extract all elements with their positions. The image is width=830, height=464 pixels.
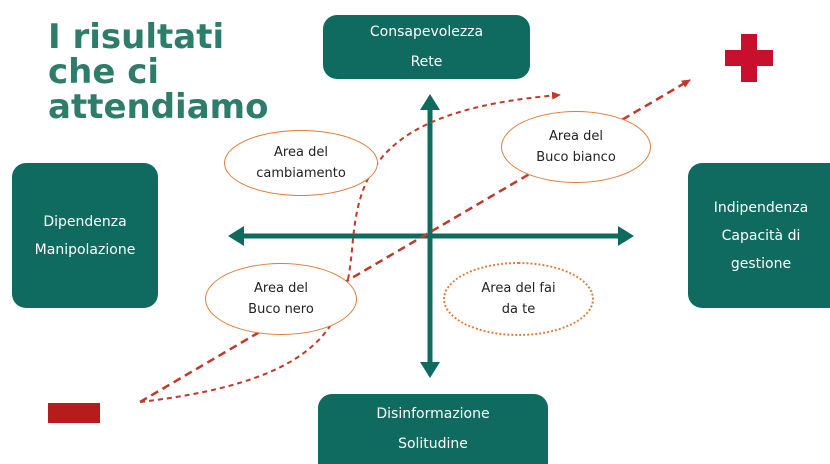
page-title: I risultati che ci attendiamo xyxy=(48,17,269,127)
oval-area-buco-bianco: Area del Buco bianco xyxy=(501,111,651,183)
oval-buconero-line1: Area del xyxy=(254,281,308,296)
growth-arrow-straight xyxy=(139,78,691,404)
minus-icon xyxy=(48,403,100,423)
box-bottom-line1: Disinformazione xyxy=(376,406,490,422)
box-consapevolezza: Consapevolezza Rete xyxy=(323,15,530,79)
box-right-line3: gestione xyxy=(730,255,792,272)
oval-area-fai-da-te: Area del fai da te xyxy=(443,262,594,336)
oval-bucobianco-line2: Buco bianco xyxy=(536,150,616,165)
box-top-line1: Consapevolezza xyxy=(369,24,484,40)
horizontal-axis-arrow xyxy=(228,226,634,246)
box-top-line2: Rete xyxy=(410,54,443,70)
oval-cambiamento-line2: cambiamento xyxy=(256,166,346,181)
oval-bucobianco-line1: Area del xyxy=(549,129,603,144)
oval-faidate-line2: da te xyxy=(501,302,536,317)
box-left-line2: Manipolazione xyxy=(34,241,136,258)
box-bottom-line2: Solitudine xyxy=(398,436,468,452)
oval-faidate-line1: Area del fai xyxy=(481,281,556,296)
oval-area-cambiamento: Area del cambiamento xyxy=(224,130,378,196)
box-indipendenza: Indipendenza Capacità di gestione xyxy=(688,163,830,308)
box-dipendenza: Dipendenza Manipolazione xyxy=(12,163,158,308)
box-disinformazione: Disinformazione Solitudine xyxy=(318,394,548,464)
box-left-line1: Dipendenza xyxy=(43,213,127,230)
oval-buconero-line2: Buco nero xyxy=(248,302,314,317)
box-right-line2: Capacità di xyxy=(721,227,801,244)
oval-cambiamento-line1: Area del xyxy=(274,145,328,160)
oval-area-buco-nero: Area del Buco nero xyxy=(205,263,357,335)
plus-icon xyxy=(725,34,773,82)
box-right-line1: Indipendenza xyxy=(713,199,809,216)
growth-arrow-curved xyxy=(139,91,561,403)
